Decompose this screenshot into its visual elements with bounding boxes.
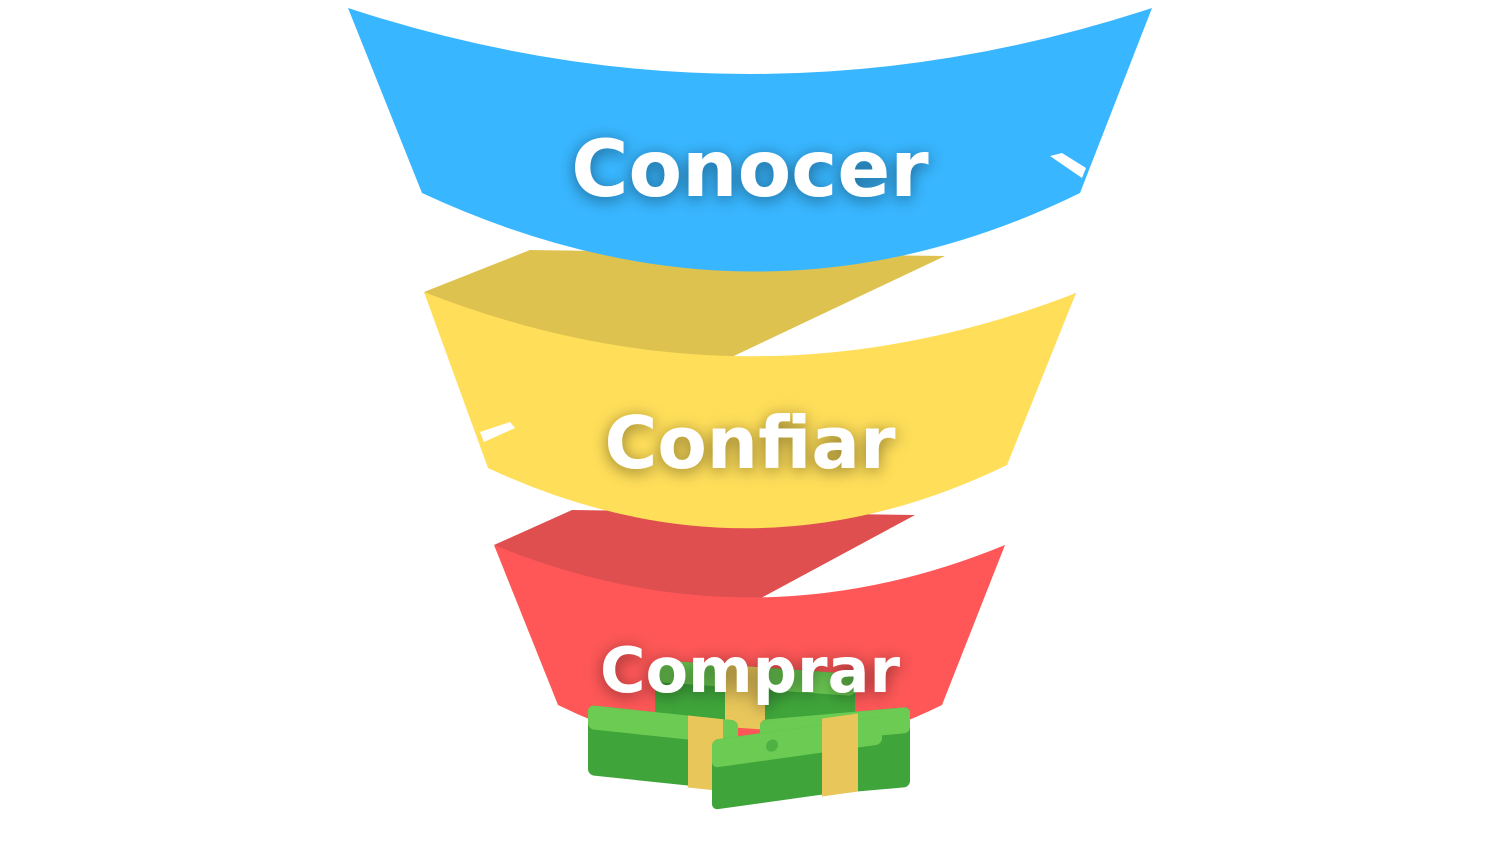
stage-conocer-band xyxy=(348,8,1152,272)
money-stacks-icon xyxy=(588,660,910,810)
stage-conocer-label: Conocer xyxy=(571,125,929,215)
stage-confiar-label: Confiar xyxy=(604,401,896,485)
stage-comprar-band xyxy=(494,545,1005,753)
stage-comprar-label: Comprar xyxy=(600,634,900,707)
stage-confiar-band xyxy=(424,292,1076,529)
blue-band-slit xyxy=(1050,153,1086,178)
yellow-band-slit xyxy=(480,422,515,442)
